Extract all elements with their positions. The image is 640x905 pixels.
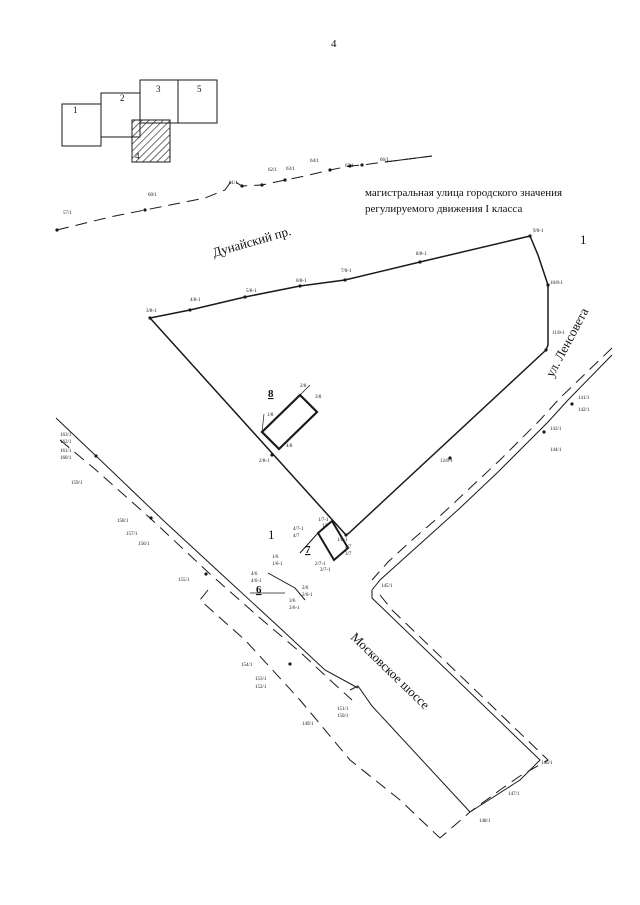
point-label: 144/1 — [550, 448, 562, 453]
right-red-line: 141/1 142/1 143/1 144/1 145/1 — [371, 347, 613, 591]
plot-point-label: 4/8 — [286, 444, 293, 449]
point-label: 145/1 — [381, 584, 393, 589]
point-label: 158/1 — [117, 519, 129, 524]
plot-7: 7 1/7-1 1/7 2/7 3/7 2/7-1 3/7-1 4/7-1 4/… — [293, 518, 352, 573]
plot-6: 6 1/6 1/6-1 2/6 2/6-1 3/6 3/6-1 4/6 4/6-… — [250, 555, 313, 611]
plot-point-label: 2/7 — [345, 545, 352, 550]
plot-8: 8 1/8 2/8 3/8 4/8 — [260, 384, 322, 451]
point-label: 153/1 — [255, 677, 267, 682]
point-label: 159/1 — [71, 481, 83, 486]
plot-point-label: 1/7-1 — [318, 518, 329, 523]
plot-point-label: 4/6-1 — [251, 579, 262, 584]
point-label: 163/1 — [60, 433, 72, 438]
point-label: 157/1 — [126, 532, 138, 537]
page-number: 4 — [331, 38, 337, 50]
plot-point-label: 2/8 — [300, 384, 307, 389]
point-label: 64/1 — [310, 159, 319, 164]
parcel-point-label: 6/8-1 — [296, 279, 307, 284]
point-label: 148/1 — [479, 819, 491, 824]
index-sheet-1-label: 1 — [73, 105, 78, 115]
plot-point-label: 3/6-1 — [289, 606, 300, 611]
plot-point-label: 2/7-1 — [315, 562, 326, 567]
plot-point-label: 1/6-1 — [272, 562, 283, 567]
plot-8-number: 8 — [268, 388, 274, 400]
left-red-line: 163/1 162/1 161/1 160/1 159/1 158/1 157/… — [55, 417, 471, 839]
parcel-point-label: 3/8-1 — [146, 309, 157, 314]
point-label: 154/1 — [241, 663, 253, 668]
street-label-moskovskoe: Московское шоссе — [348, 629, 433, 712]
index-sheet-3-label: 3 — [156, 84, 161, 94]
point-label: 146/1 — [541, 761, 553, 766]
street-category-line1: магистральная улица городского значения — [365, 187, 562, 199]
point-label: 60/1 — [148, 193, 157, 198]
parcel-number-lower: 1 — [268, 527, 275, 542]
point-label: 141/1 — [578, 396, 590, 401]
parcel-point-label: 4/8-1 — [190, 298, 201, 303]
parcel-point-label: 5/8-1 — [246, 289, 257, 294]
point-label: 143/1 — [550, 427, 562, 432]
index-sheet-2-label: 2 — [120, 93, 125, 103]
plot-point-label: 1/8 — [267, 413, 274, 418]
index-sheet-4-current — [131, 119, 171, 163]
point-label: 155/1 — [178, 578, 190, 583]
street-label-dunaisky: Дунайский пр. — [211, 223, 293, 260]
point-label: 65/1 — [345, 164, 354, 169]
point-label: 149/1 — [302, 722, 314, 727]
point-label: 61/1 — [229, 181, 238, 186]
point-label: 147/1 — [508, 792, 520, 797]
street-label-lensoveta: ул. Ленсовета — [542, 305, 591, 379]
point-label: 142/1 — [578, 408, 590, 413]
index-sheet-5 — [177, 79, 218, 124]
point-label: 152/1 — [255, 685, 267, 690]
plot-point-label: 3/7-1 — [320, 568, 331, 573]
point-label: 161/1 — [60, 449, 72, 454]
plot-point-label: 3/7 — [345, 552, 352, 557]
point-label: 162/1 — [60, 440, 72, 445]
point-label: 150/1 — [337, 714, 349, 719]
index-sheet-4-label: 4 — [135, 151, 140, 161]
plot-6-number: 6 — [256, 584, 262, 596]
plot-point-label: 2/6-1 — [302, 593, 313, 598]
parcel-point-label: 10/8-1 — [550, 281, 564, 286]
sheet-index-grid: 1 2 3 5 4 — [61, 79, 218, 163]
index-sheet-5-label: 5 — [197, 84, 202, 94]
point-label: 66/1 — [380, 158, 389, 163]
plot-point-label: 2/6 — [302, 586, 309, 591]
point-label: 63/1 — [286, 167, 295, 172]
parcel-point-label: 8/8-1 — [416, 252, 427, 257]
plot-point-label: 3/8 — [315, 395, 322, 400]
top-red-line: 57/1 60/1 61/1 62/1 63/1 64/1 65/1 66/1 — [55, 155, 433, 232]
parcel-main-boundary: 1/8-1 2/8-1 3/8-1 4/8-1 5/8-1 6/8-1 7/8-… — [146, 229, 565, 543]
plot-point-label: 1/7 — [322, 524, 329, 529]
plot-point-label: 3/6 — [289, 599, 296, 604]
parcel-point-label: 12/8-1 — [440, 459, 454, 464]
parcel-point-label: 2/8-1 — [259, 459, 270, 464]
parcel-number-main: 1 — [580, 232, 587, 247]
street-category-line2: регулируемого движения I класса — [365, 203, 522, 215]
plot-point-label: 4/7 — [293, 534, 300, 539]
parcel-point-label: 9/8-1 — [533, 229, 544, 234]
plot-point-label: 4/7-1 — [293, 527, 304, 532]
point-label: 156/1 — [138, 542, 150, 547]
point-label: 151/1 — [337, 707, 349, 712]
moskovskoe-right-boundary: 146/1 147/1 148/1 — [371, 590, 553, 839]
point-label: 57/1 — [63, 211, 72, 216]
point-label: 62/1 — [268, 168, 277, 173]
point-label: 160/1 — [60, 456, 72, 461]
plot-7-number: 7 — [305, 544, 311, 556]
plot-point-label: 1/6 — [272, 555, 279, 560]
index-sheet-1 — [61, 103, 102, 147]
parcel-point-label: 11/8-1 — [552, 331, 565, 336]
parcel-point-label: 7/8-1 — [341, 269, 352, 274]
plot-point-label: 4/6 — [251, 572, 258, 577]
